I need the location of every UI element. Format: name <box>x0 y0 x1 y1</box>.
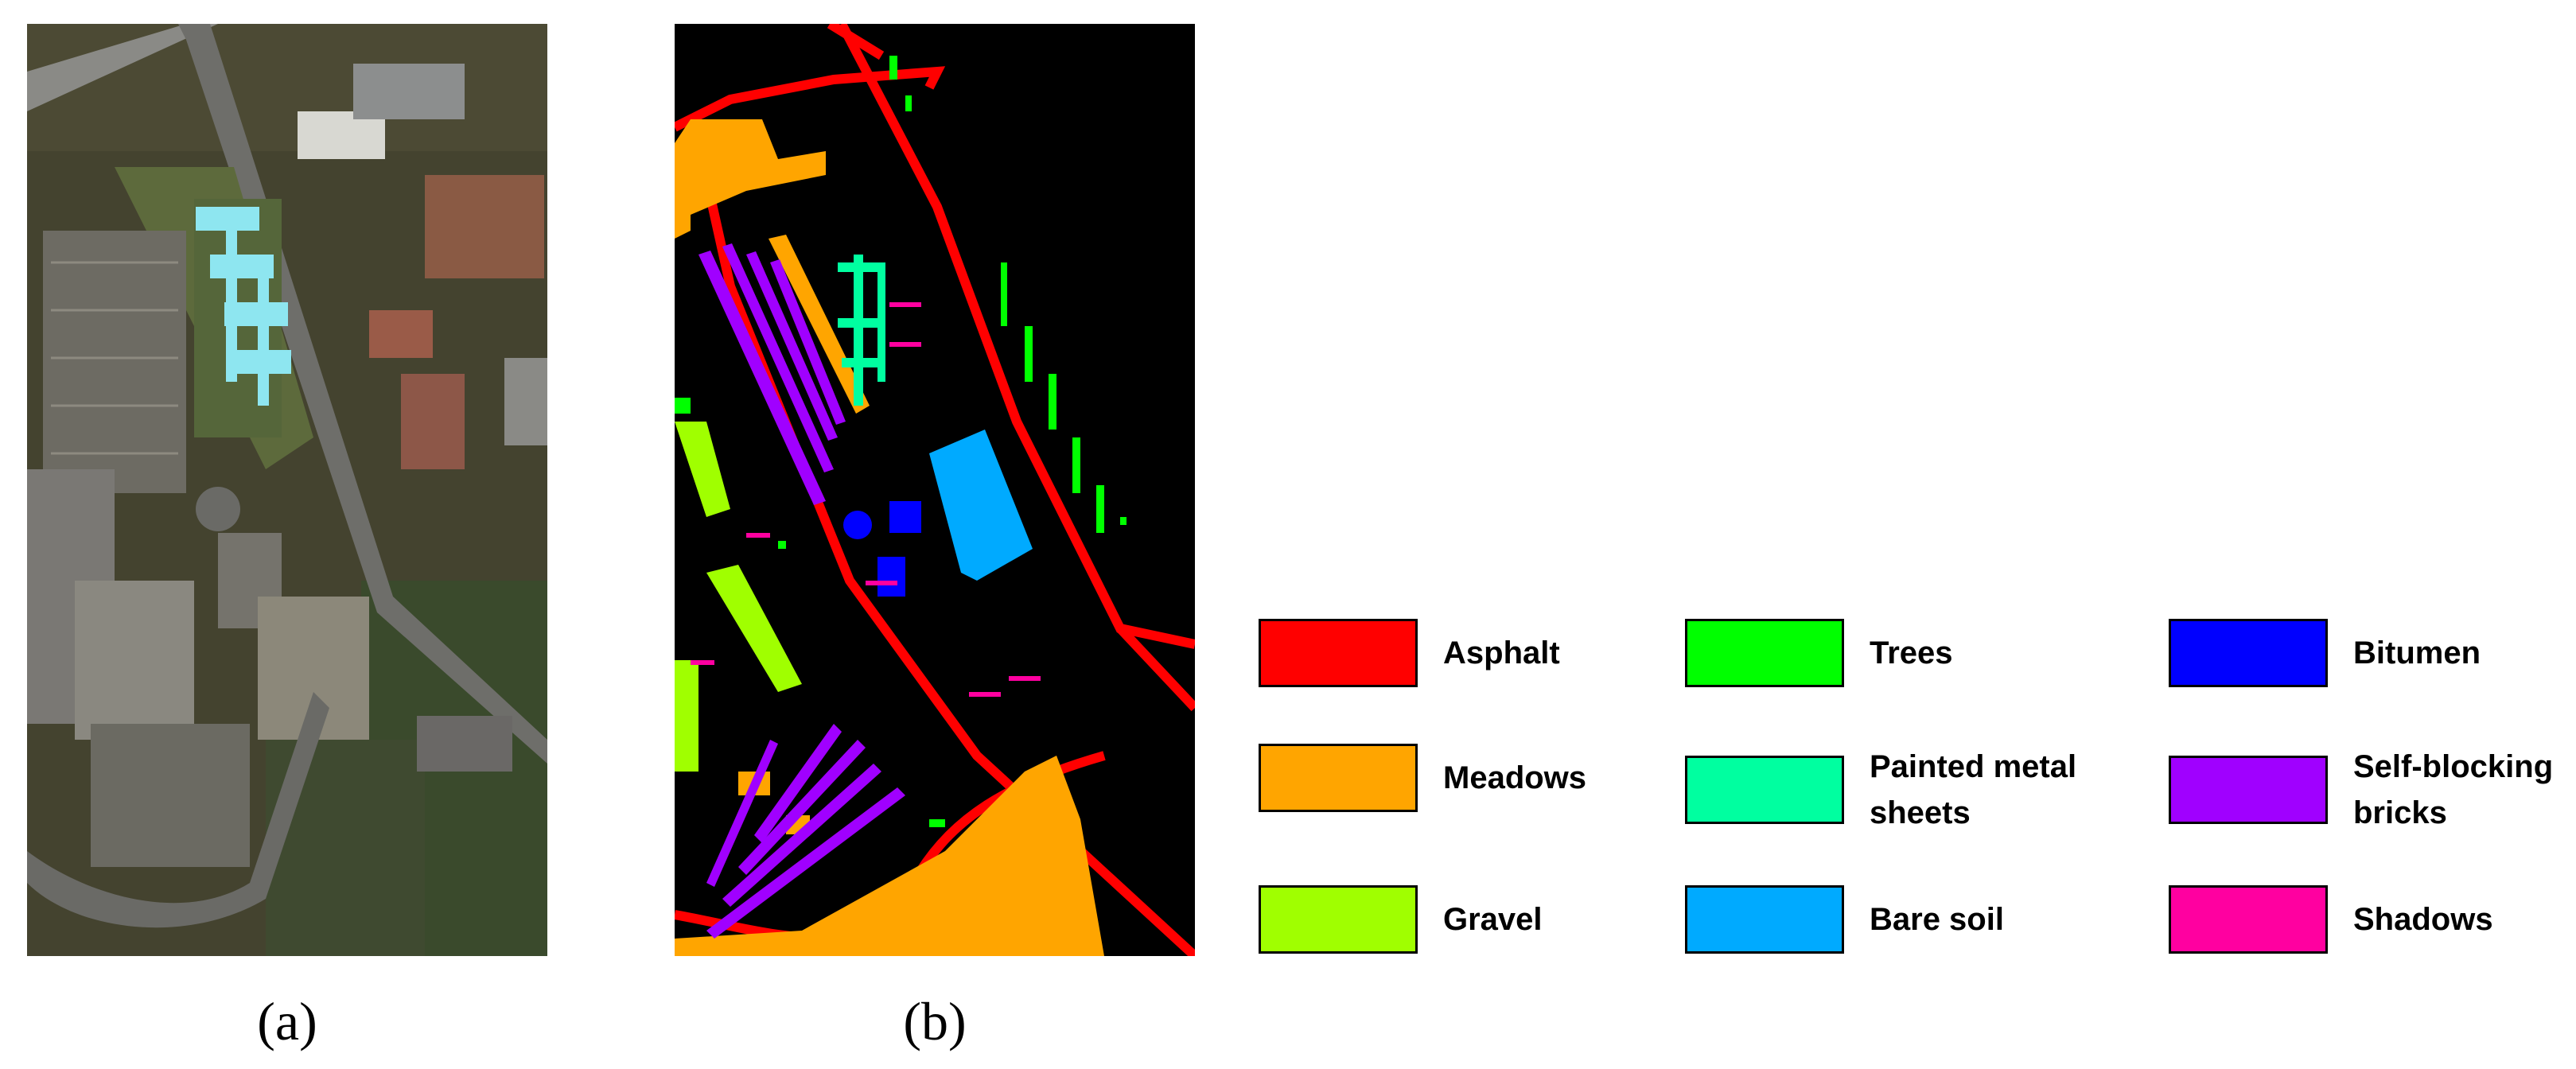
legend-label: Bitumen <box>2353 636 2481 671</box>
class-map <box>675 24 1195 956</box>
legend-item-painted-metal-sheets: Painted metal sheets <box>1685 744 2108 836</box>
legend-label: Painted metal sheets <box>1870 749 2077 830</box>
legend-label: Bare soil <box>1870 902 2004 937</box>
legend-item-bitumen: Bitumen <box>2169 619 2576 687</box>
legend-item-trees: Trees <box>1685 619 2108 687</box>
legend-item-self-blocking-bricks: Self-blocking bricks <box>2169 744 2576 836</box>
asphalt-swatch <box>1259 619 1418 687</box>
legend-label: Asphalt <box>1443 636 1560 671</box>
legend-item-asphalt: Asphalt <box>1259 619 1682 687</box>
gravel-swatch <box>1259 885 1418 954</box>
legend-label: Self-blocking bricks <box>2353 749 2554 830</box>
bare-soil-swatch <box>1685 885 1844 954</box>
legend-label: Trees <box>1870 636 1953 671</box>
trees-swatch <box>1685 619 1844 687</box>
legend-item-gravel: Gravel <box>1259 885 1682 954</box>
panel-a-caption: (a) <box>257 991 317 1052</box>
self-blocking-bricks-swatch <box>2169 756 2328 824</box>
bitumen-swatch <box>2169 619 2328 687</box>
legend-label: Meadows <box>1443 760 1587 795</box>
legend-item-shadows: Shadows <box>2169 885 2576 954</box>
aerial-image <box>27 24 547 956</box>
meadows-swatch <box>1259 744 1418 812</box>
painted-metal-sheets-swatch <box>1685 756 1844 824</box>
panel-b-caption: (b) <box>903 991 967 1052</box>
legend-item-meadows: Meadows <box>1259 744 1682 812</box>
shadows-swatch <box>2169 885 2328 954</box>
legend-item-bare-soil: Bare soil <box>1685 885 2108 954</box>
legend-label: Shadows <box>2353 902 2493 937</box>
legend-label: Gravel <box>1443 902 1543 937</box>
